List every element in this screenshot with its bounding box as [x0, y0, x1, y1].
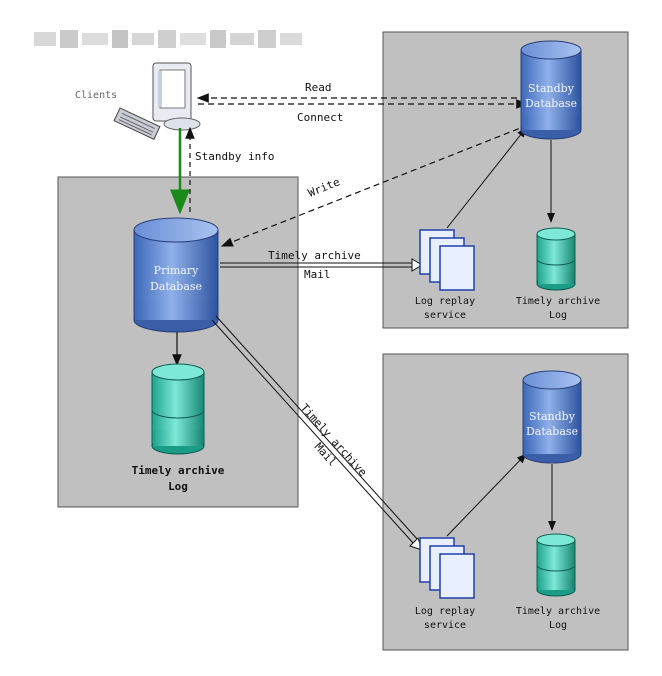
bottom-log-label-line1: Timely archive [516, 606, 600, 617]
top-replay-to-db-arrow [446, 127, 527, 229]
computer-icon [113, 62, 201, 140]
primary-database-cylinder [133, 217, 219, 333]
bottom-log-replay-label-line1: Log replay [415, 606, 475, 617]
clients-label: Clients [75, 90, 117, 101]
top-log-cylinder [536, 227, 576, 291]
bottom-standby-database-cylinder [522, 370, 582, 464]
top-standby-db-label-line1: Standby [528, 82, 575, 95]
bottom-log-label-line2: Log [549, 620, 567, 631]
primary-log-label-line1: Timely archive [132, 464, 225, 477]
top-mail-label-line1: Timely archive [268, 249, 361, 262]
bottom-log-replay-label-line2: service [424, 620, 466, 631]
primary-log-cylinder [151, 363, 205, 455]
bottom-log-replay-icon [419, 537, 475, 599]
standby-top-panel [382, 31, 629, 329]
bottom-standby-db-label-line1: Standby [529, 410, 576, 423]
read-label: Read [305, 81, 332, 94]
top-log-replay-label-line2: service [424, 310, 466, 321]
connect-label: Connect [297, 111, 343, 124]
standby-bottom-panel [382, 353, 629, 651]
top-mail-label-line2: Mail [304, 268, 331, 281]
top-log-label-line1: Timely archive [516, 296, 600, 307]
primary-log-label-line2: Log [168, 480, 188, 493]
top-log-replay-label-line1: Log replay [415, 296, 475, 307]
bottom-replay-to-db-arrow [446, 453, 527, 537]
write-label: Write [306, 175, 342, 199]
blurred-title [34, 30, 302, 48]
standby-info-label: Standby info [195, 150, 274, 163]
top-standby-database-cylinder [520, 40, 582, 140]
bottom-mail-label-line1: Timely archive [298, 401, 370, 479]
top-log-replay-icon [419, 229, 475, 291]
primary-db-label-line1: Primary [154, 264, 199, 277]
top-log-label-line2: Log [549, 310, 567, 321]
primary-db-label-line2: Database [150, 280, 202, 293]
top-mail-arrow [220, 258, 423, 272]
bottom-log-cylinder [536, 533, 576, 597]
bottom-standby-db-label-line2: Database [526, 425, 578, 438]
write-arrow [220, 124, 529, 247]
top-standby-db-label-line2: Database [525, 97, 577, 110]
